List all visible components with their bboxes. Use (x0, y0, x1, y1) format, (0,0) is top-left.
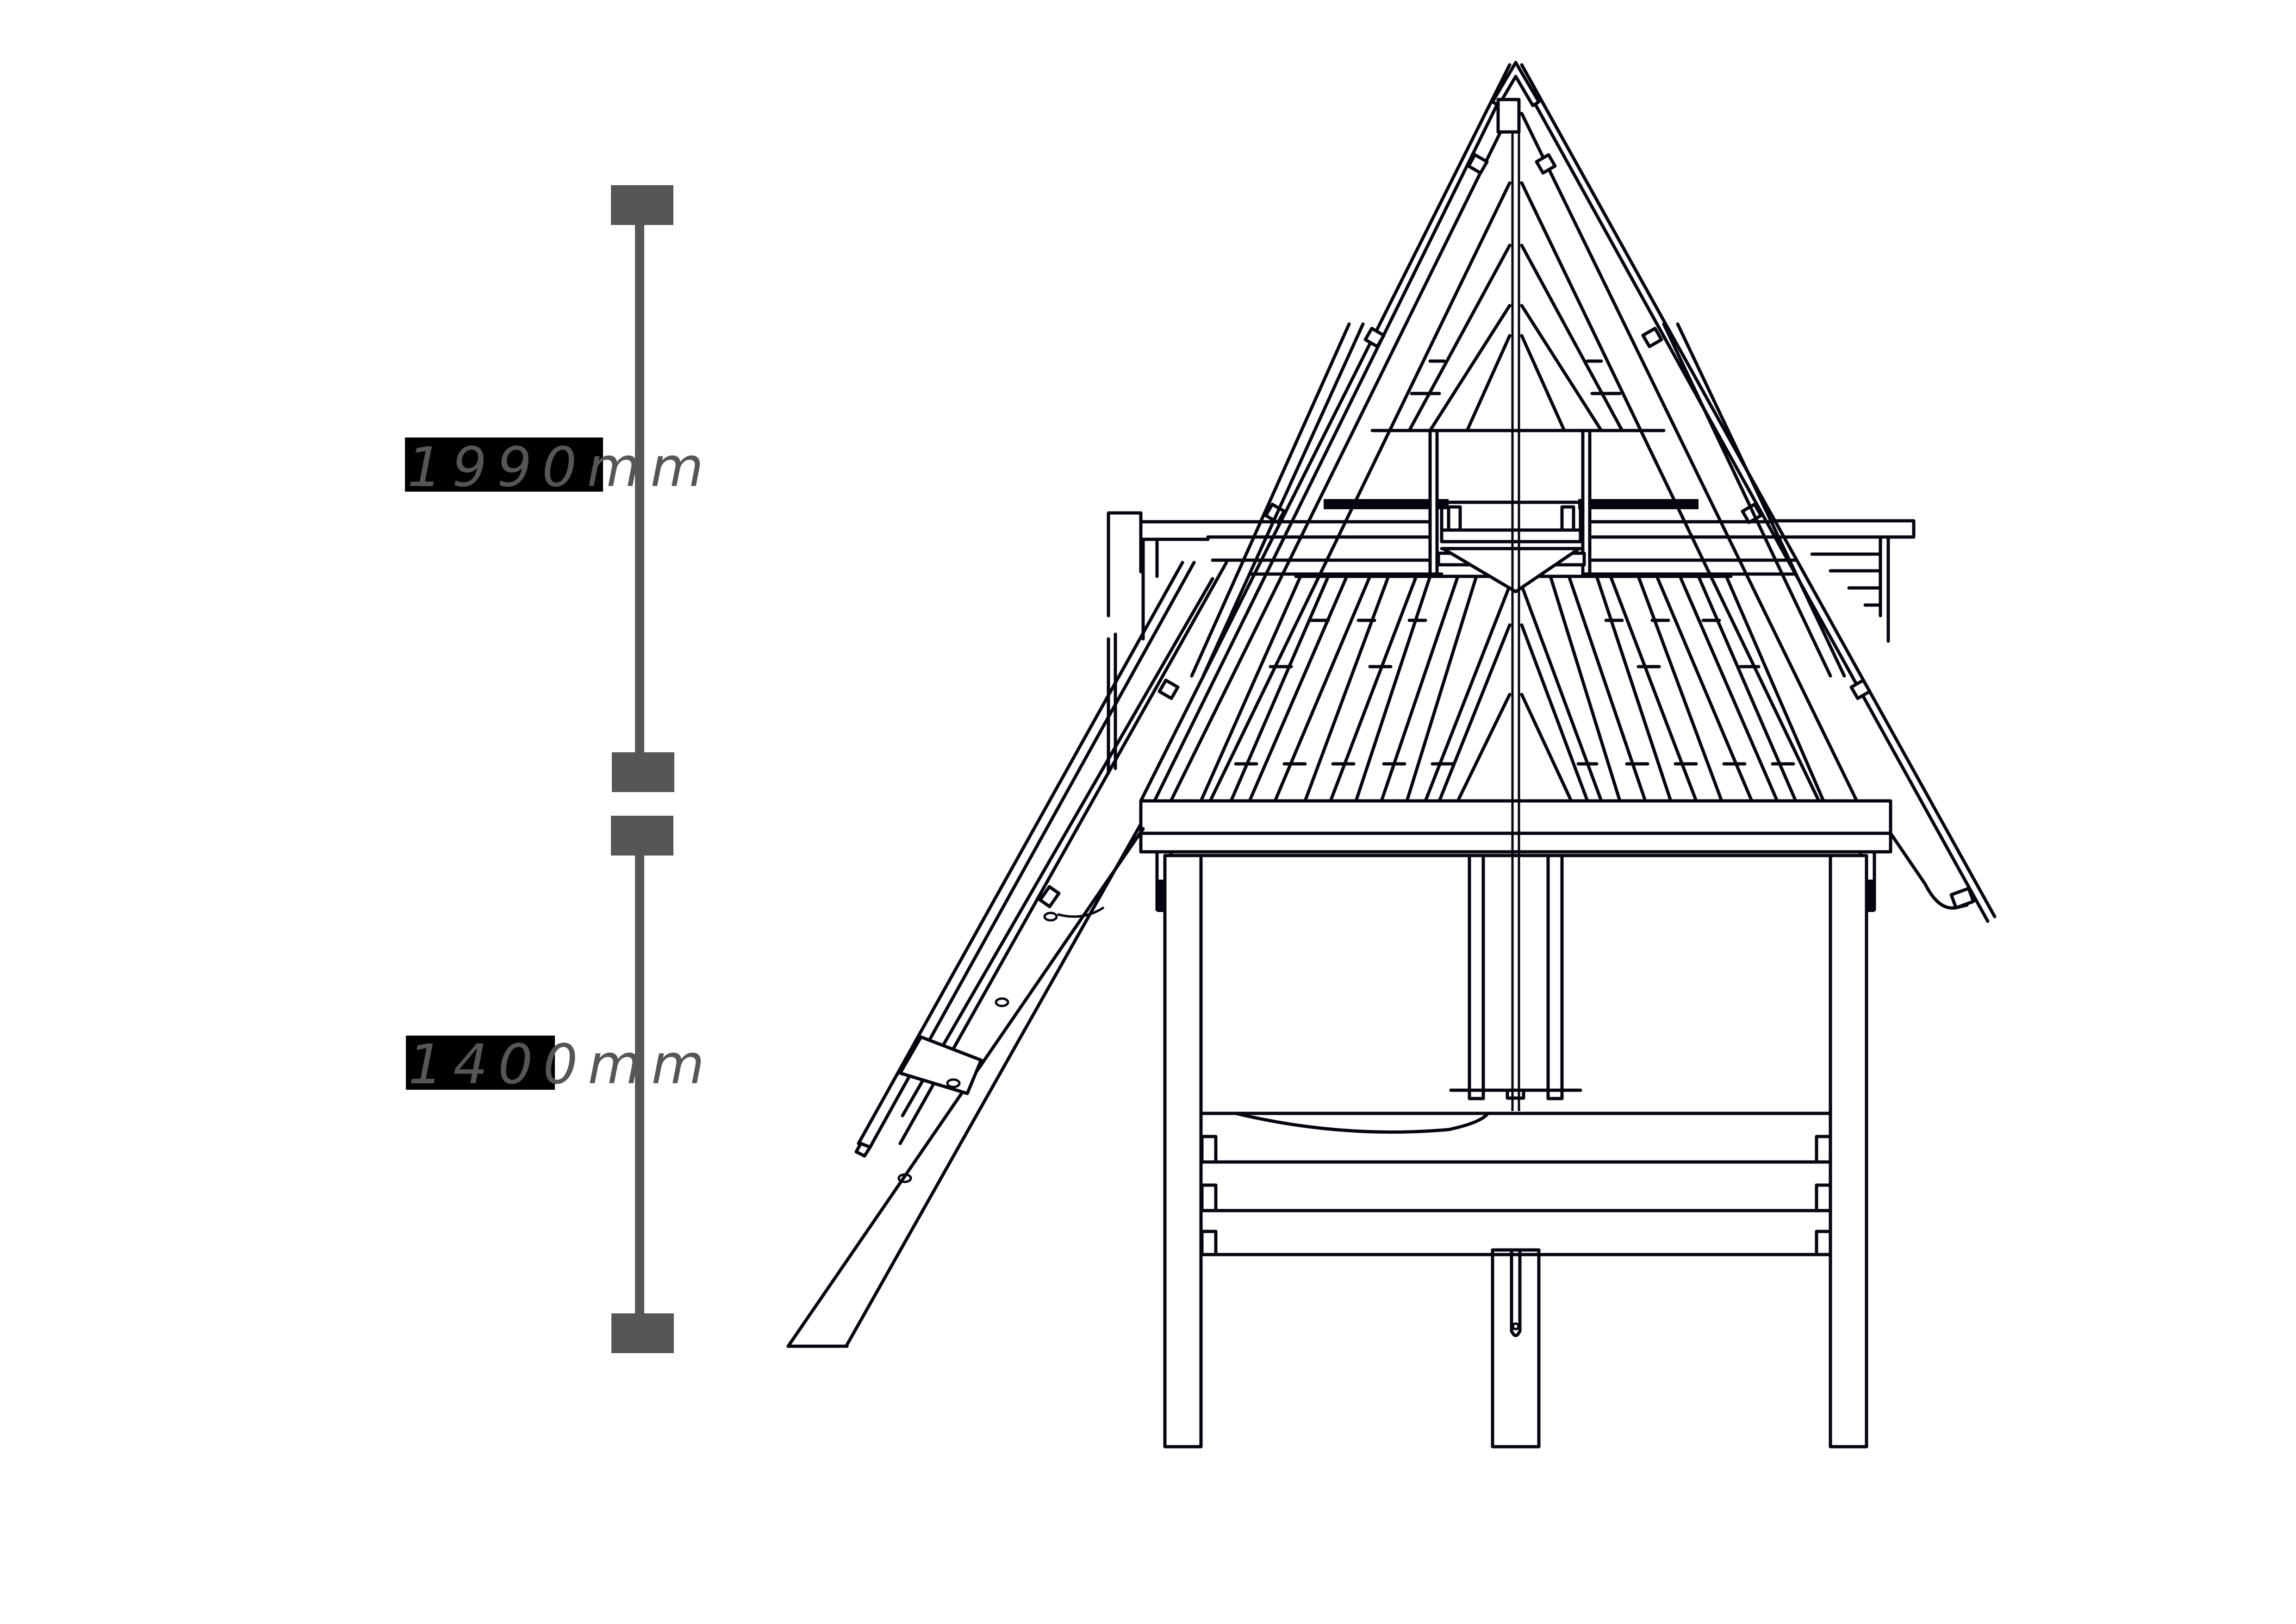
gable-window-frame (1428, 429, 1592, 593)
dimension-cap-bottom (611, 1313, 674, 1353)
dimension-lower (406, 816, 674, 1353)
dimension-upper (405, 185, 674, 792)
dimension-label-bg-lower (406, 1036, 555, 1090)
dimension-label-upper: 1990mm (407, 435, 714, 499)
roof-battens-right (1520, 575, 1825, 803)
dimension-cap-mid-lower (611, 816, 673, 856)
post-right (1829, 854, 1868, 1449)
dimension-line-upper (635, 222, 644, 759)
post-left (1163, 854, 1203, 1449)
dimension-cap-top (611, 185, 673, 225)
dimension-line-lower (635, 854, 644, 1317)
dimension-label-lower: 1400mm (408, 1032, 715, 1096)
post-center (1491, 1248, 1541, 1449)
dimension-label-bg-upper (405, 437, 603, 492)
roof-outer-boards (1139, 61, 1997, 923)
center-pole (1511, 132, 1520, 1111)
ladder (786, 561, 1228, 1348)
sandpit-boards (1199, 1112, 1832, 1256)
roof-inner-rafters (1169, 112, 1859, 803)
dimension-cap-mid-upper (612, 752, 674, 792)
roof-crossbar-dark-right (1578, 499, 1699, 509)
deck-platform (1139, 799, 1892, 912)
support-posts (1163, 854, 1868, 1449)
